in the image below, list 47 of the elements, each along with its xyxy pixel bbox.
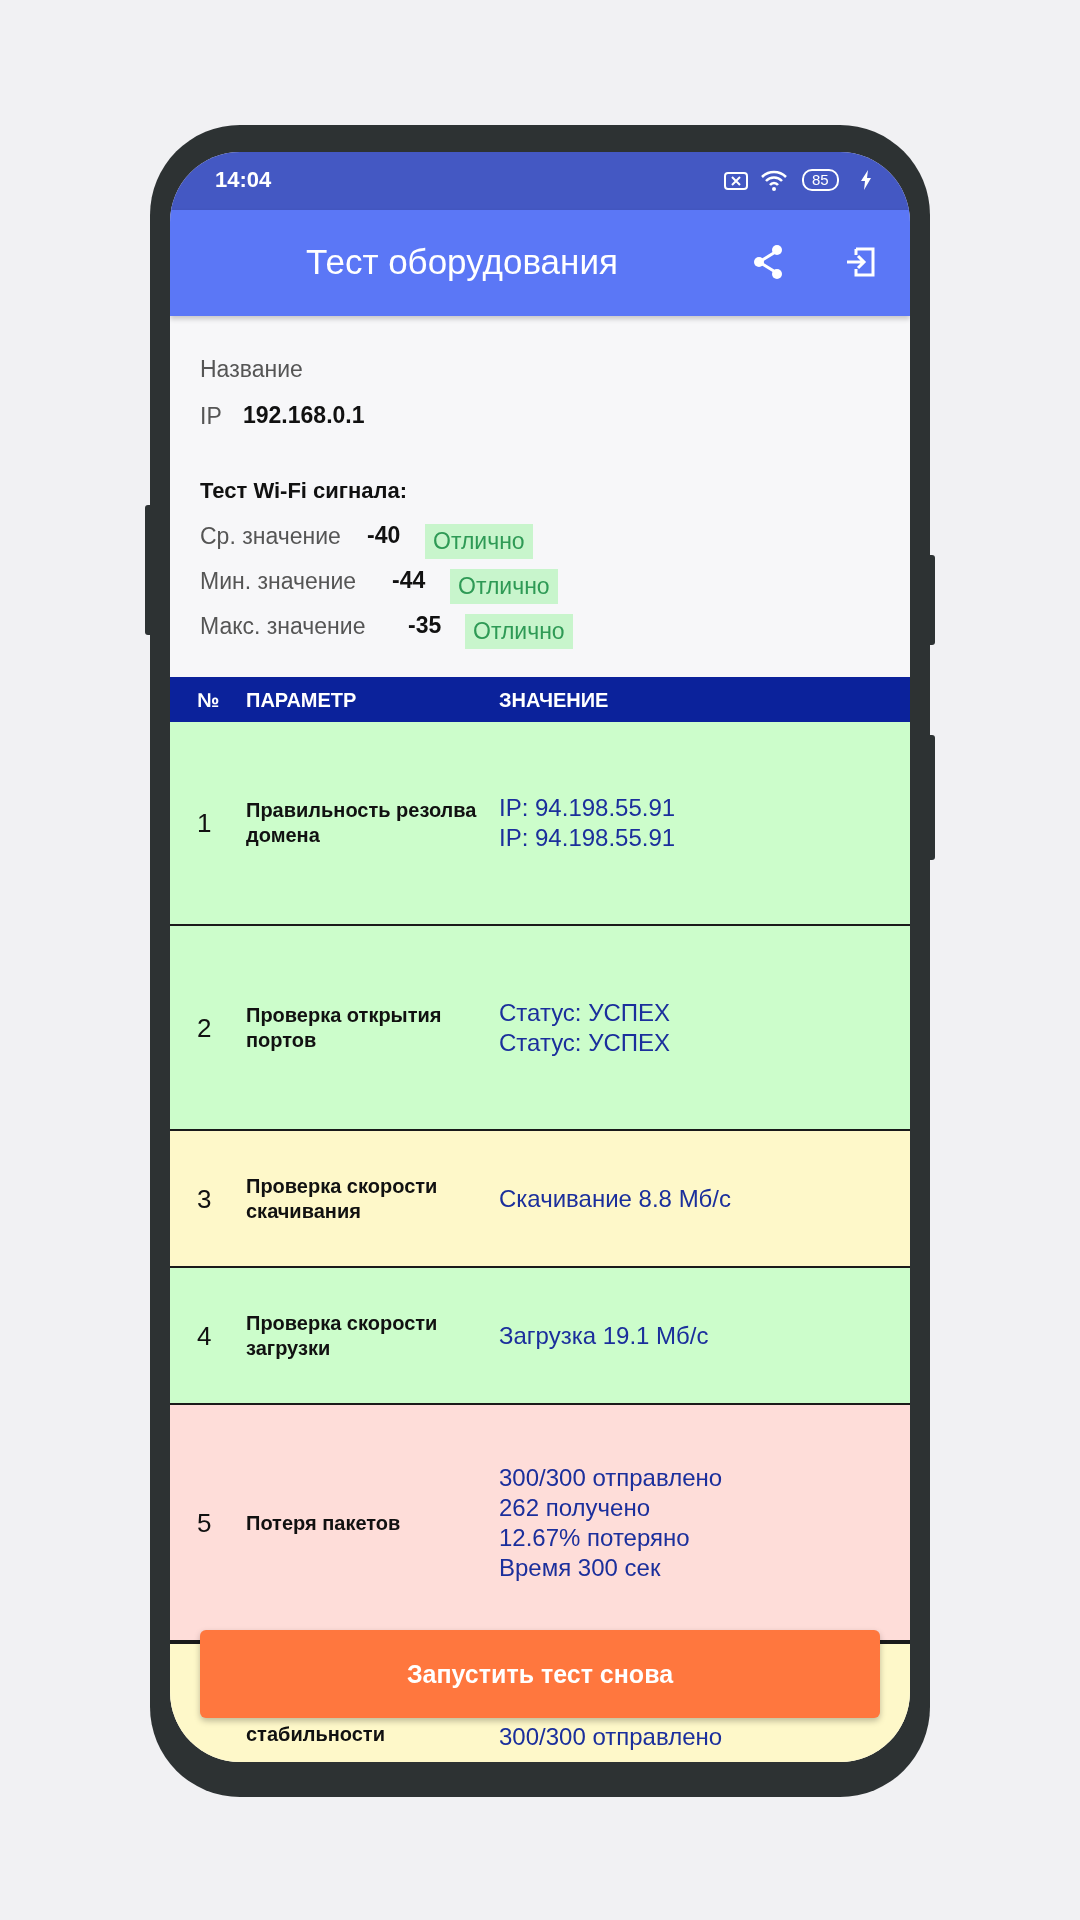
status-badge: Отлично xyxy=(425,524,533,559)
table-row xyxy=(170,1131,910,1268)
parameter-value: Статус: УСПЕХ xyxy=(499,997,671,1028)
signal-value: -35 xyxy=(408,612,442,639)
row-number: 2 xyxy=(197,1012,212,1043)
table-row xyxy=(170,722,910,926)
ip-address: 192.168.0.1 xyxy=(243,402,365,429)
parameter-value: IP: 94.198.55.91 xyxy=(499,823,676,853)
status-badge: Отлично xyxy=(450,569,558,604)
row-number: 1 xyxy=(197,807,212,839)
restart-test-button: Запустить тест снова xyxy=(200,1630,880,1718)
column-header: ЗНАЧЕНИЕ xyxy=(499,689,609,712)
parameter-name: Потеря пакетов xyxy=(246,1510,402,1535)
table-row xyxy=(170,1405,910,1642)
row-number: 5 xyxy=(197,1507,212,1538)
parameter-value: 300/300 отправлено xyxy=(499,1722,723,1752)
parameter-name: Правильность резолва домена xyxy=(246,798,478,848)
parameter-value: Статус: УСПЕХ xyxy=(499,1027,671,1058)
parameter-value: 300/300 отправлено xyxy=(499,1462,723,1493)
battery-indicator: 85 xyxy=(802,169,839,191)
row-number: 4 xyxy=(197,1320,212,1351)
field-label: Мин. значение xyxy=(200,568,357,595)
parameter-name: Проверка скорости скачивания xyxy=(246,1173,439,1224)
parameter-value: IP: 94.198.55.91 xyxy=(499,793,676,823)
clock: 14:04 xyxy=(215,167,272,193)
column-header: ПАРАМЕТР xyxy=(246,689,357,712)
field-label: Макс. значение xyxy=(200,613,366,640)
parameter-value: Время 300 сек xyxy=(499,1552,662,1583)
column-header: № xyxy=(197,689,220,712)
parameter-name: стабильности xyxy=(246,1722,386,1747)
field-label: IP xyxy=(200,403,222,430)
screen-title: Тест оборудования xyxy=(306,242,618,282)
parameter-value: 12.67% потеряно xyxy=(499,1522,691,1553)
signal-value: -44 xyxy=(392,567,426,594)
table-row xyxy=(170,1268,910,1405)
status-badge: Отлично xyxy=(465,614,573,649)
parameter-name: Проверка открытия портов xyxy=(246,1002,443,1053)
table-row xyxy=(170,926,910,1131)
signal-value: -40 xyxy=(367,522,401,549)
parameter-value: 262 получено xyxy=(499,1492,651,1523)
field-label: Ср. значение xyxy=(200,523,341,550)
parameter-name: Проверка скорости загрузки xyxy=(246,1310,439,1361)
field-label: Название xyxy=(200,356,303,383)
row-number: 3 xyxy=(197,1183,212,1214)
parameter-value: Скачивание 8.8 Мб/с xyxy=(499,1183,732,1214)
parameter-value: Загрузка 19.1 Мб/с xyxy=(499,1320,709,1351)
section-heading: Тест Wi-Fi сигнала: xyxy=(200,478,408,504)
